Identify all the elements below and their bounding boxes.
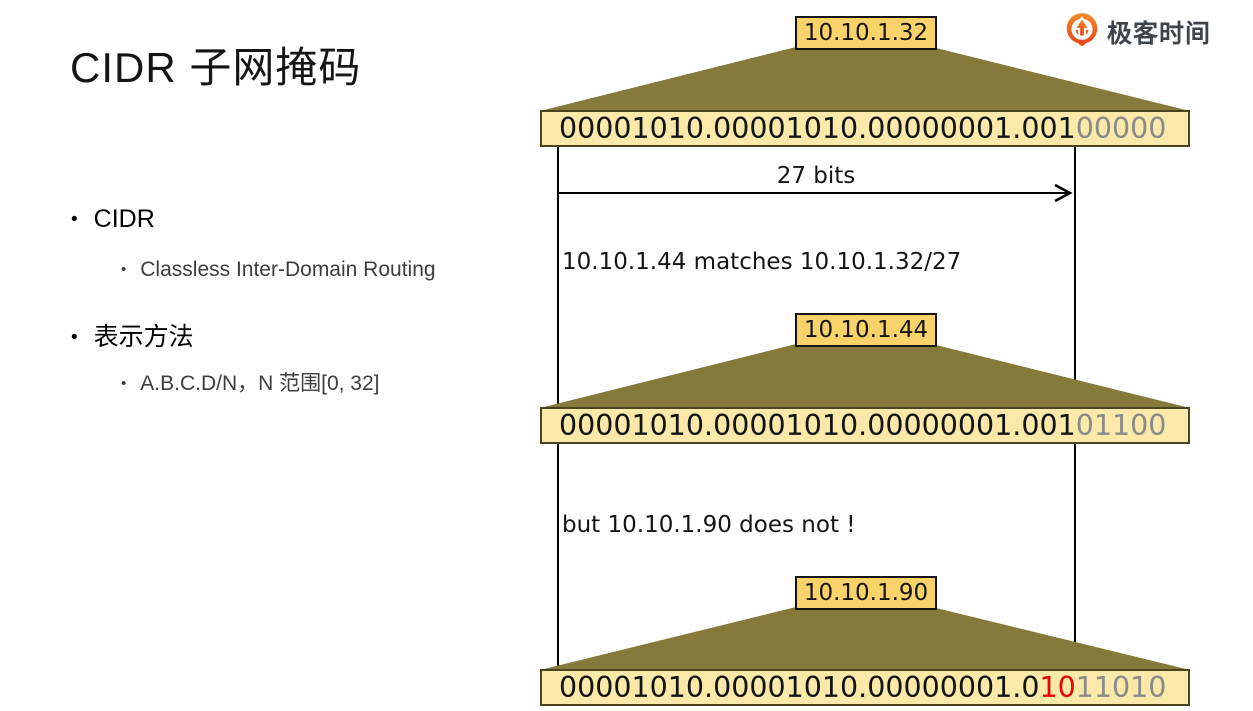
note-matches: 10.10.1.44 matches 10.10.1.32/27 [562, 249, 962, 275]
bullet-notation-sub: • A.B.C.D/N，N 范围[0, 32] [121, 367, 380, 397]
expansion-trapezoid [540, 607, 1190, 670]
bullet-marker: • [71, 327, 78, 348]
ip-label-44: 10.10.1.44 [795, 313, 937, 347]
prefix-length-label: 27 bits [776, 163, 856, 189]
ip-label-90: 10.10.1.90 [795, 576, 937, 610]
brand-logo-text: 极客时间 [1107, 20, 1212, 48]
brand-logo: 极客时间 [1064, 11, 1211, 53]
prefix-length-arrow [558, 183, 1073, 203]
bullet-cidr-sub: • Classless Inter-Domain Routing [121, 258, 436, 282]
bits-host: 11010 [1075, 671, 1167, 704]
bullet-cidr-sub-label: Classless Inter-Domain Routing [140, 258, 436, 281]
bullet-marker: • [71, 209, 78, 230]
bullet-notation-sub-label: A.B.C.D/N，N 范围[0, 32] [140, 372, 380, 395]
note-not-match: but 10.10.1.90 does not ! [562, 512, 856, 538]
ip-label-32: 10.10.1.32 [795, 16, 937, 50]
expansion-trapezoid [540, 344, 1190, 408]
bits-prefix: 00001010.00001010.00000001.001 [559, 409, 1076, 442]
page-title: CIDR 子网掩码 [70, 44, 362, 91]
binary-box-44: 00001010.00001010.00000001.00101100 [540, 407, 1190, 444]
binary-box-90: 00001010.00001010.00000001.01011010 [540, 669, 1190, 706]
bullet-marker: • [121, 375, 127, 392]
bullet-cidr-label: CIDR [93, 205, 155, 233]
bits-prefix: 00001010.00001010.00000001.001 [559, 112, 1076, 145]
bullet-cidr: • CIDR [71, 205, 155, 234]
bits-prefix: 00001010.00001010.00000001.0 [559, 671, 1040, 704]
geektime-icon [1066, 13, 1098, 46]
expansion-trapezoid [540, 47, 1190, 111]
binary-box-32: 00001010.00001010.00000001.00100000 [540, 110, 1190, 147]
bits-mismatch: 10 [1039, 671, 1076, 704]
bullet-notation-label: 表示方法 [93, 323, 194, 351]
bits-host: 00000 [1075, 112, 1167, 145]
bullet-marker: • [121, 261, 127, 278]
bullet-notation: • 表示方法 [71, 317, 194, 353]
bits-host: 01100 [1075, 409, 1167, 442]
